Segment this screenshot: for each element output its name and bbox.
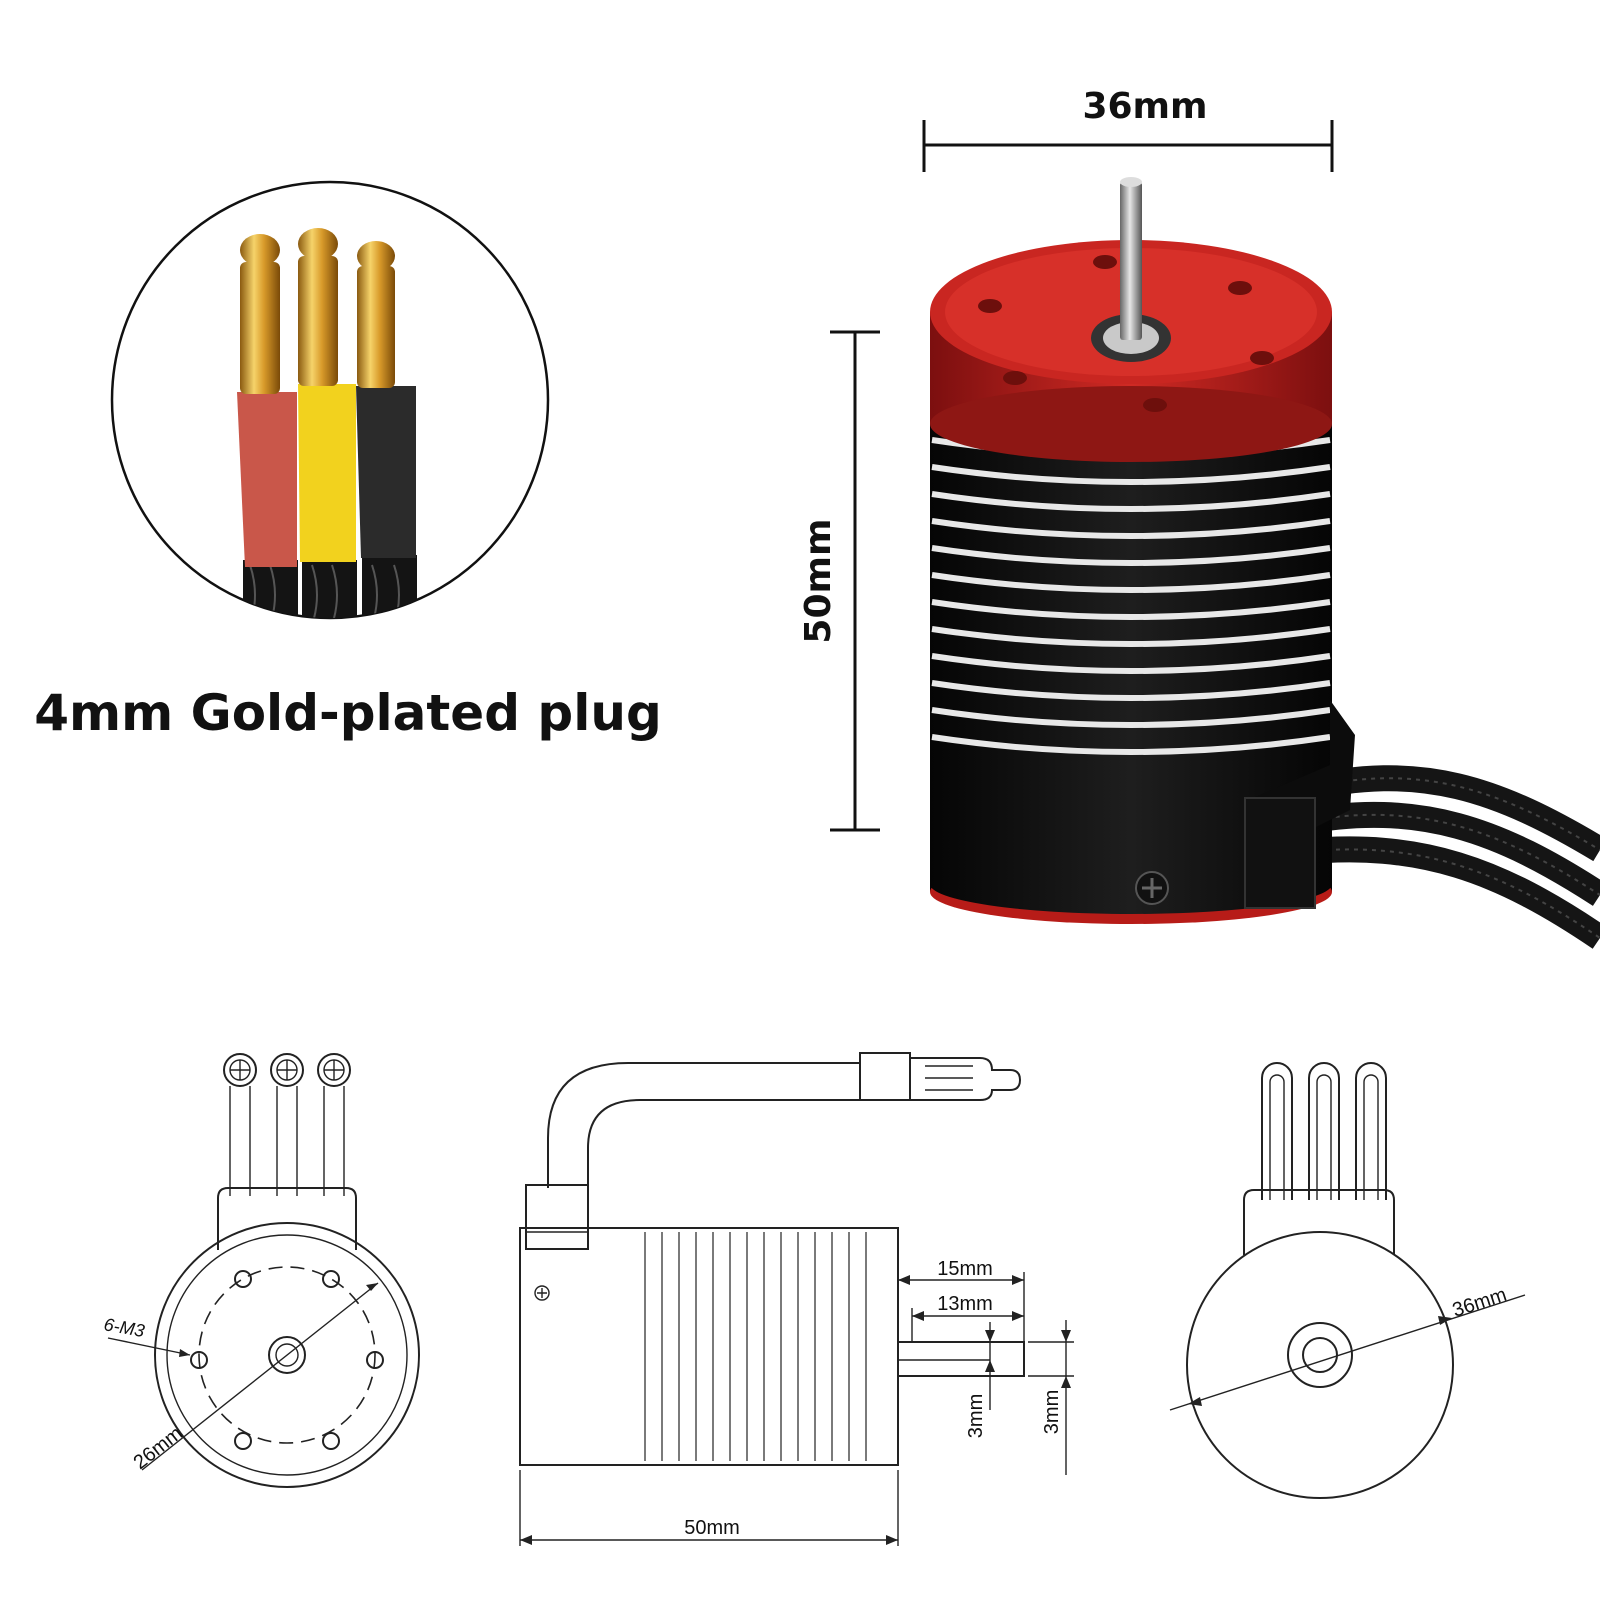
cooling-fin <box>931 545 1331 566</box>
rear-bearing <box>1287 1322 1353 1388</box>
front-view-drawing: 26mm 6-M3 <box>102 1053 420 1488</box>
height-label: 50mm <box>798 518 839 643</box>
gold-connector <box>240 234 280 394</box>
side-plug-sleeve <box>859 1052 911 1101</box>
height-dimension: 50mm <box>798 330 880 832</box>
cooling-fin <box>931 734 1331 755</box>
rear-outer-circle <box>1186 1231 1454 1499</box>
width-dimension: 36mm <box>922 86 1334 172</box>
side-plug-pin <box>910 1057 1022 1101</box>
cooling-fin <box>931 626 1331 647</box>
diameter-label: 36mm <box>1450 1284 1510 1322</box>
mount-holes <box>978 255 1274 412</box>
hole-label: 6-M3 <box>102 1314 146 1341</box>
width-label: 36mm <box>1082 86 1207 127</box>
cooling-fin <box>931 518 1331 539</box>
front-shaft <box>268 1336 306 1374</box>
cooling-fin <box>931 707 1331 728</box>
plug-caption: 4mm Gold-plated plug <box>34 684 661 742</box>
cooling-fin <box>931 680 1331 701</box>
gold-connector <box>298 228 338 386</box>
gold-connectors <box>240 228 395 394</box>
cooling-fins <box>931 437 1331 755</box>
cooling-fin <box>931 599 1331 620</box>
side-view-drawing: 50mm 15mm 13mm 3mm 3mm <box>519 1052 1074 1546</box>
side-fins <box>644 1232 867 1461</box>
motor-photo: 36mm 50mm <box>798 86 1600 949</box>
motor-shaft <box>1120 182 1142 340</box>
plug-closeup: 4mm Gold-plated plug <box>34 180 662 742</box>
cooling-fin <box>931 491 1331 512</box>
cable-boot <box>1244 700 1355 909</box>
cooling-fin <box>931 572 1331 593</box>
side-screw <box>534 1285 550 1301</box>
rear-view-drawing: 36mm <box>1169 1062 1526 1499</box>
cooling-fin <box>931 653 1331 674</box>
front-holes <box>190 1270 384 1450</box>
shaft-flat-label: 13mm <box>937 1293 993 1315</box>
plug-wires <box>243 555 417 618</box>
flat-depth-label: 3mm <box>965 1394 987 1438</box>
yellow-sleeve <box>298 384 356 562</box>
side-cable-boot <box>525 1184 589 1250</box>
red-sleeve <box>237 392 297 567</box>
motor-body <box>930 177 1332 924</box>
heat-shrink-sleeves <box>237 384 416 567</box>
pcd-circle <box>198 1266 376 1444</box>
side-body <box>519 1227 899 1466</box>
front-cable-boot <box>217 1187 357 1250</box>
black-sleeve <box>356 386 416 558</box>
side-shaft <box>897 1341 1025 1377</box>
gold-connector <box>357 241 395 388</box>
side-wire-outer <box>547 1062 860 1188</box>
front-outer-circle <box>154 1222 420 1488</box>
front-terminals <box>223 1053 351 1196</box>
cooling-fin <box>931 464 1331 485</box>
pcd-label: 26mm <box>130 1422 187 1474</box>
shaft-total-label: 15mm <box>937 1258 993 1280</box>
rear-cable-boot <box>1243 1189 1395 1255</box>
rear-terminals <box>1261 1062 1387 1200</box>
shaft-dia-label: 3mm <box>1041 1390 1063 1434</box>
length-label: 50mm <box>684 1517 740 1539</box>
